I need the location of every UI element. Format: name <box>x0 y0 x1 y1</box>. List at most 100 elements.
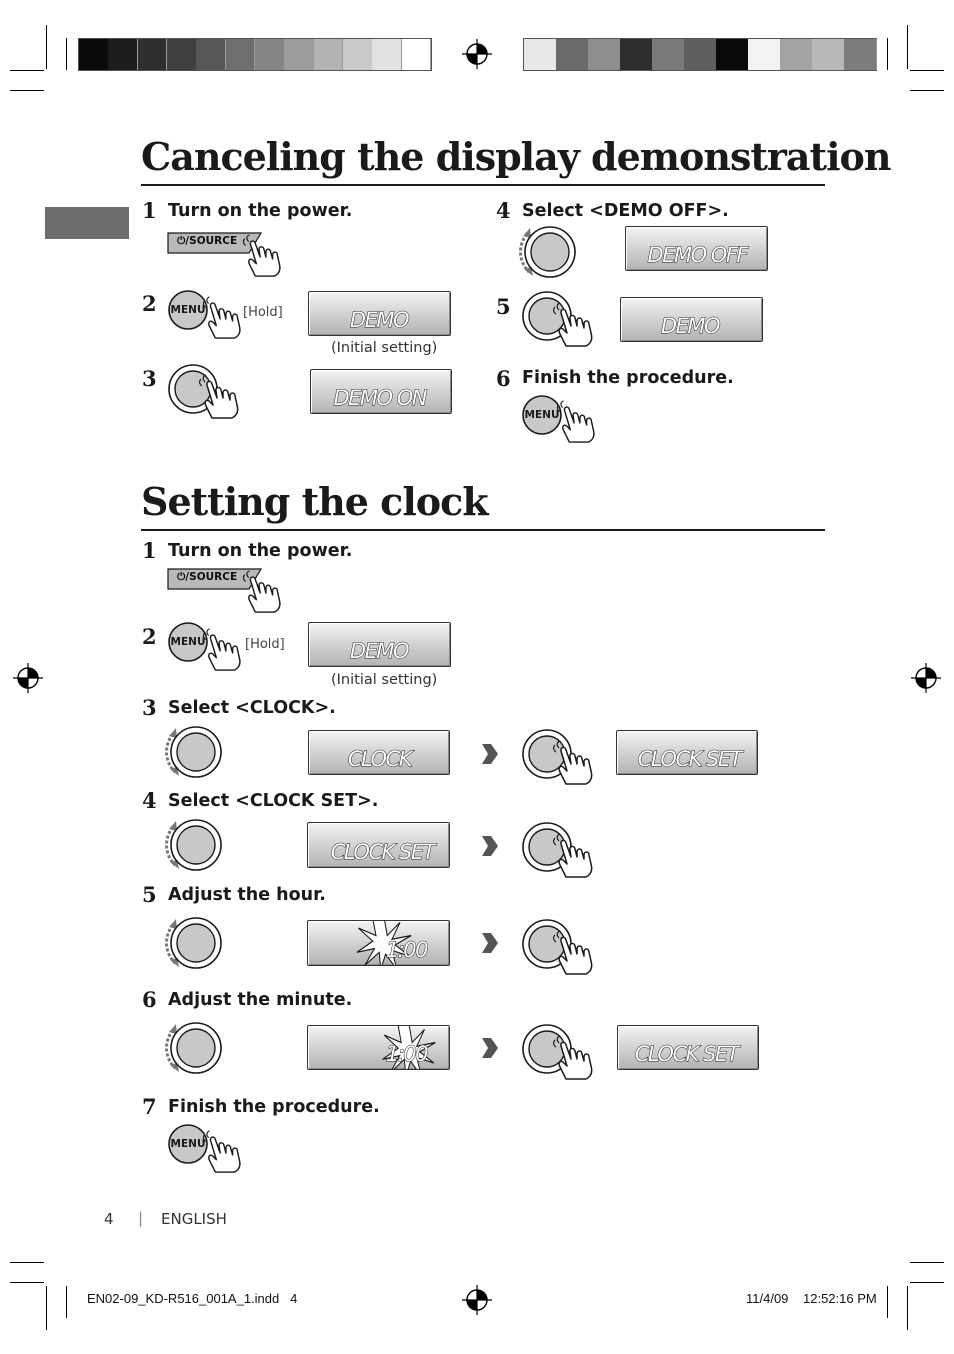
clock-section-title: Setting the clock <box>141 479 489 524</box>
color-swatch <box>556 39 589 70</box>
color-swatch <box>167 39 197 70</box>
color-swatch <box>343 39 373 70</box>
hand-press-icon <box>200 1128 246 1174</box>
registration-mark-icon <box>462 39 492 69</box>
hand-press-icon <box>550 300 598 348</box>
step-number: 6 <box>142 987 157 1012</box>
step-text: Finish the procedure. <box>522 368 734 388</box>
lcd-text: CLOCK <box>347 747 413 772</box>
lcd-display: 1:00 <box>307 920 450 966</box>
source-button-label: ⏻/SOURCE <box>177 571 238 583</box>
registration-mark-icon <box>13 663 43 693</box>
menu-button-label: MENU <box>170 1138 206 1150</box>
color-swatch <box>620 39 653 70</box>
lcd-display: DEMO OFF <box>625 226 768 271</box>
color-swatch <box>79 39 109 70</box>
color-swatch <box>844 39 877 70</box>
hold-label: [Hold] <box>243 305 283 320</box>
slug-date: 11/4/09 <box>746 1291 789 1306</box>
step-text: Select <CLOCK SET>. <box>168 791 379 811</box>
rotate-dial-icon <box>519 222 579 282</box>
lcd-display: CLOCK SET <box>616 730 758 775</box>
rotate-dial-icon <box>165 1018 225 1078</box>
color-swatch <box>313 39 344 70</box>
demo-section-rule <box>141 184 825 186</box>
step-text: Select <CLOCK>. <box>168 698 336 718</box>
initial-setting-note: (Initial setting) <box>331 340 438 356</box>
hand-press-icon <box>550 928 598 976</box>
color-swatch <box>401 39 432 70</box>
step-number: 3 <box>142 366 157 391</box>
step-text: Select <DEMO OFF>. <box>522 201 729 221</box>
lcd-text: DEMO <box>349 308 410 333</box>
initial-setting-note: (Initial setting) <box>331 672 438 688</box>
lcd-text: CLOCK SET <box>330 840 436 865</box>
rotate-dial-icon <box>165 815 225 875</box>
lcd-text: CLOCK SET <box>634 1042 740 1067</box>
lcd-display: DEMO <box>308 622 451 667</box>
demo-section-title: Canceling the display demonstration <box>141 134 892 179</box>
menu-button-icon <box>168 290 208 330</box>
step-text: Turn on the power. <box>168 541 353 561</box>
menu-button-label: MENU <box>170 304 206 316</box>
footer-language: ENGLISH <box>161 1210 227 1228</box>
step-text: Adjust the hour. <box>168 885 326 905</box>
lcd-display: DEMO <box>620 297 763 342</box>
arrow-right-icon <box>482 836 498 856</box>
color-swatch <box>716 39 749 70</box>
slug-filename: EN02-09_KD-R516_001A_1.indd 4 <box>87 1291 298 1306</box>
color-swatch <box>255 39 285 70</box>
step-number: 4 <box>496 198 511 223</box>
color-swatch <box>108 39 139 70</box>
lcd-text: 1:00 <box>385 1042 429 1067</box>
color-swatch <box>524 39 557 70</box>
section-tab <box>45 207 129 239</box>
hand-press-icon <box>240 232 286 278</box>
registration-mark-icon <box>462 1285 492 1315</box>
step-number: 4 <box>142 788 157 813</box>
clock-section-rule <box>141 529 825 531</box>
hand-press-icon <box>196 372 244 420</box>
hand-press-icon <box>550 738 598 786</box>
color-swatch <box>684 39 717 70</box>
color-swatch <box>284 39 315 70</box>
source-button-label: ⏻/SOURCE <box>177 235 238 247</box>
menu-button-label: MENU <box>170 636 206 648</box>
color-swatch <box>652 39 685 70</box>
step-number: 2 <box>142 624 157 649</box>
footer-separator: | <box>138 1209 144 1227</box>
slug-time: 12:52:16 PM <box>803 1291 877 1306</box>
arrow-right-icon <box>482 933 498 953</box>
step-text: Adjust the minute. <box>168 990 353 1010</box>
color-swatch <box>196 39 227 70</box>
lcd-text: 1:00 <box>385 938 429 963</box>
menu-button-icon <box>168 1124 208 1164</box>
step-text: Turn on the power. <box>168 201 353 221</box>
color-swatch <box>748 39 781 70</box>
color-swatch <box>372 39 403 70</box>
step-number: 5 <box>496 294 511 319</box>
lcd-display: CLOCK SET <box>617 1025 759 1070</box>
source-button: ⏻/SOURCE <box>167 568 262 590</box>
menu-button-icon <box>522 395 562 435</box>
arrow-right-icon <box>482 744 498 764</box>
step-number: 1 <box>142 198 157 223</box>
step-number: 3 <box>142 695 157 720</box>
step-number: 5 <box>142 882 157 907</box>
step-text: Finish the procedure. <box>168 1097 380 1117</box>
color-bar-left <box>78 38 432 71</box>
color-swatch <box>137 39 168 70</box>
lcd-display: DEMO <box>308 291 451 336</box>
hand-press-icon <box>200 626 246 672</box>
lcd-display: CLOCK SET <box>307 822 450 868</box>
hand-press-icon <box>550 831 598 879</box>
step-number: 7 <box>142 1094 157 1119</box>
hold-label: [Hold] <box>245 637 285 652</box>
page-number: 4 <box>104 1210 114 1228</box>
color-bar-right <box>523 38 877 71</box>
registration-mark-icon <box>911 663 941 693</box>
step-number: 6 <box>496 366 511 391</box>
lcd-text: DEMO OFF <box>647 243 749 268</box>
lcd-display: CLOCK <box>308 730 450 775</box>
hand-press-icon <box>240 568 286 614</box>
